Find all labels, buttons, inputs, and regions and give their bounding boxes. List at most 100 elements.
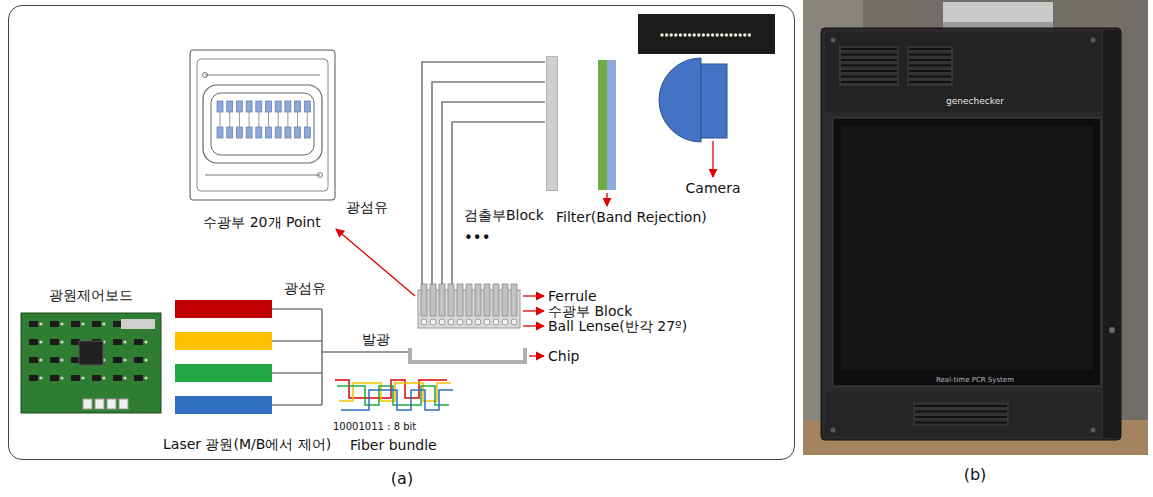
processor	[79, 341, 103, 365]
ball-lens	[439, 319, 445, 325]
spot-dot	[725, 33, 728, 36]
spot-dot	[660, 33, 663, 36]
camera-image	[638, 14, 775, 54]
ferrule	[421, 284, 427, 316]
vent-slit	[841, 48, 897, 50]
filter-blue	[607, 60, 616, 190]
node-label: (b)	[964, 466, 987, 484]
optical-fiber	[321, 309, 323, 405]
ferrule	[502, 284, 508, 316]
pointer-arrow	[523, 325, 544, 326]
ball-lens	[511, 319, 517, 325]
node-label: 광원제어보드	[49, 287, 133, 303]
filter-label: Filter(Band Rejection)	[556, 209, 707, 225]
channel	[307, 112, 308, 127]
bit-pattern-label: 10001011 : 8 bit	[333, 421, 416, 433]
reaction-well	[246, 127, 252, 138]
fiber-bundle-label: Fiber bundle	[350, 437, 437, 453]
component	[39, 322, 42, 325]
part-label: 수광부 Block	[548, 303, 632, 319]
reaction-well	[275, 101, 281, 112]
reaction-well	[227, 127, 233, 138]
component	[29, 339, 38, 345]
screw	[831, 428, 836, 433]
component	[123, 376, 126, 379]
vent	[907, 46, 953, 86]
port	[203, 73, 208, 78]
connector	[83, 399, 92, 409]
reaction-well	[295, 127, 301, 138]
vent	[839, 46, 899, 86]
reaction-well	[304, 101, 310, 112]
modulation-signal	[335, 380, 447, 398]
spot-dot	[743, 33, 746, 36]
component	[71, 321, 80, 327]
spot-dot	[679, 33, 682, 36]
optical-fiber	[272, 308, 322, 310]
connector	[95, 399, 104, 409]
component	[81, 376, 84, 379]
ferrule	[466, 284, 472, 316]
spot-dot	[734, 33, 737, 36]
channel	[258, 112, 259, 127]
laser-source	[175, 396, 272, 414]
component	[81, 322, 84, 325]
component	[134, 339, 143, 345]
vent-slit	[841, 59, 897, 61]
device-top	[825, 32, 1101, 112]
spot-dot	[716, 33, 719, 36]
ferrule	[493, 284, 499, 316]
fiber-label: 광섬유	[346, 199, 388, 215]
chip-tray	[410, 348, 525, 362]
ferrule	[475, 284, 481, 316]
laser-source	[175, 364, 272, 382]
vent-slit	[915, 411, 1007, 413]
chip-drawing	[189, 49, 336, 201]
ferrule	[448, 284, 454, 316]
component	[50, 321, 59, 327]
reaction-well	[266, 127, 272, 138]
component	[144, 340, 147, 343]
optical-fiber	[272, 404, 322, 406]
reaction-well	[236, 127, 242, 138]
ball-lens	[475, 319, 481, 325]
vent-slit	[909, 76, 951, 78]
device-photo-image	[803, 0, 1148, 455]
optical-fiber	[432, 82, 545, 284]
reaction-well	[246, 101, 252, 112]
vent-slit	[909, 81, 951, 83]
vent-slit	[909, 48, 951, 50]
component	[102, 376, 105, 379]
spot-dot	[711, 33, 714, 36]
screw	[1091, 428, 1096, 433]
component	[60, 340, 63, 343]
ball-lens	[421, 319, 427, 325]
vent-slit	[909, 59, 951, 61]
component	[50, 357, 59, 363]
camera-lens	[659, 58, 701, 142]
component	[39, 376, 42, 379]
ferrule	[439, 284, 445, 316]
vent-slit	[909, 65, 951, 67]
ferrule	[511, 284, 517, 316]
screw	[831, 38, 836, 43]
spot-dot	[702, 33, 705, 36]
component	[134, 357, 143, 363]
component	[102, 322, 105, 325]
port	[318, 173, 323, 178]
chip-outline	[190, 50, 335, 200]
component	[50, 375, 59, 381]
board-photo	[21, 313, 161, 413]
reaction-well	[217, 101, 223, 112]
reaction-well	[285, 101, 291, 112]
panel-frame: (a)수광부 20개 Point검출부Block광원제어보드	[8, 5, 795, 460]
vent	[913, 402, 1009, 426]
device-side	[1103, 30, 1121, 438]
spot-dot	[720, 33, 723, 36]
spot-dot	[706, 33, 709, 36]
device-body	[821, 28, 1121, 440]
camera-body	[701, 64, 727, 138]
component	[60, 322, 63, 325]
component	[50, 339, 59, 345]
component	[60, 376, 63, 379]
